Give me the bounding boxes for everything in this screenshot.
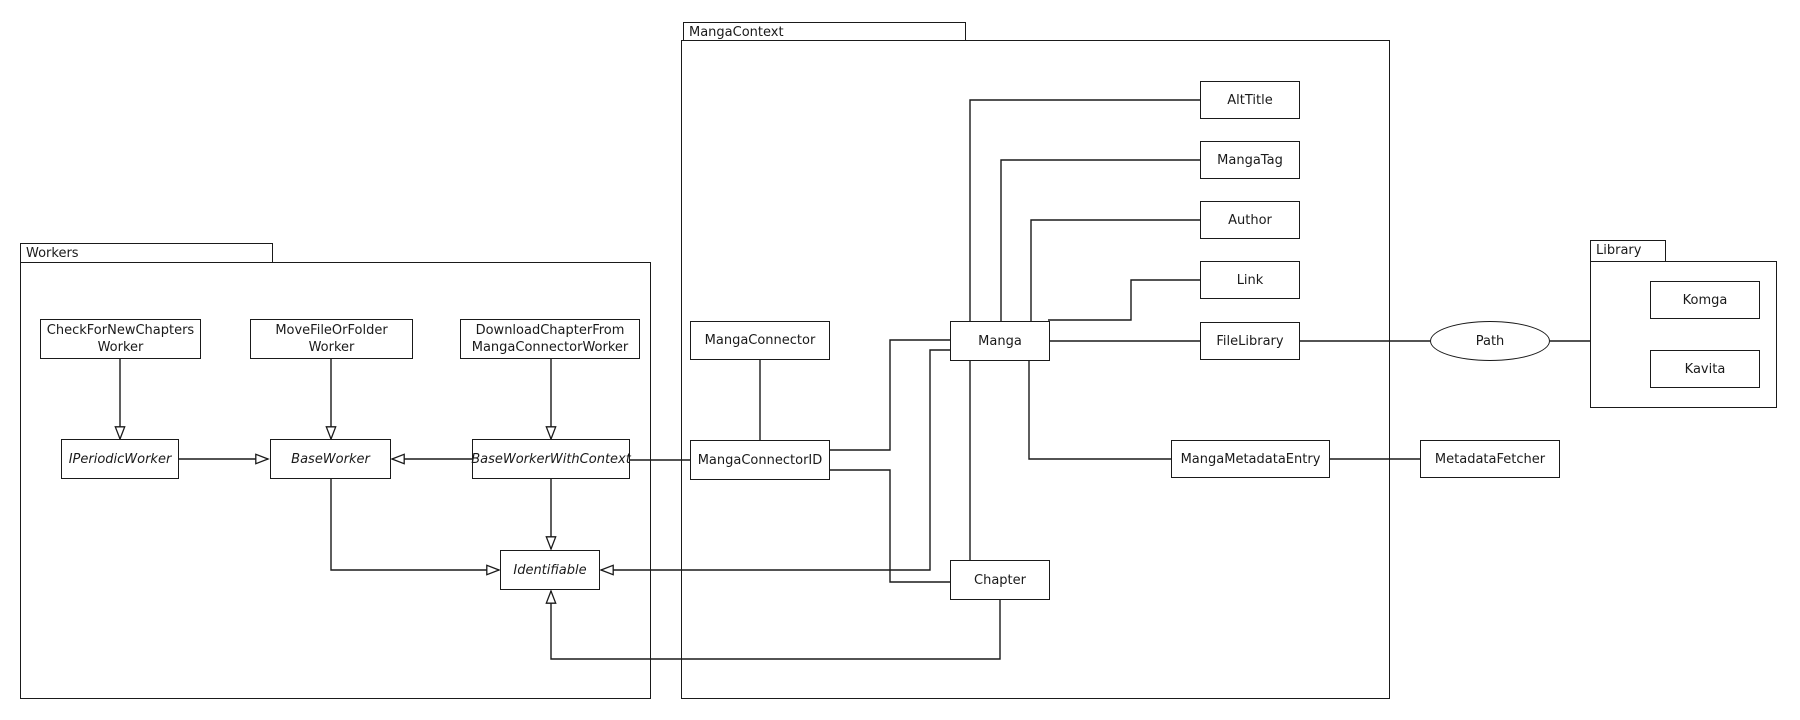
node-base-worker[interactable]: BaseWorker (270, 439, 391, 479)
package-body-library (1590, 261, 1777, 408)
edge-manga-to-alttitle (969, 99, 1200, 321)
edge-manga-to-link (1048, 279, 1200, 321)
node-label: Kavita (1684, 361, 1726, 377)
node-iperiodic-worker[interactable]: IPeriodicWorker (61, 439, 179, 479)
node-label: AltTitle (1227, 92, 1273, 108)
node-label: Chapter (974, 572, 1026, 588)
node-manga-tag[interactable]: MangaTag (1200, 141, 1300, 179)
node-manga[interactable]: Manga (950, 321, 1050, 361)
edge-mangaconnectorid-to-chapter (830, 469, 950, 583)
edge-chapter-to-identifiable (551, 591, 1001, 660)
edge-manga-to-author (1030, 219, 1200, 321)
edge-manga-to-identifiable (601, 349, 950, 570)
node-identifiable[interactable]: Identifiable (500, 550, 600, 590)
package-body-workers (20, 262, 651, 699)
node-manga-connector[interactable]: MangaConnector (690, 321, 830, 360)
node-label: CheckForNewChapters Worker (46, 323, 195, 355)
node-path[interactable]: Path (1430, 321, 1550, 361)
node-label: MoveFileOrFolder Worker (275, 323, 388, 355)
node-chapter[interactable]: Chapter (950, 560, 1050, 600)
node-label: DownloadChapterFrom MangaConnectorWorker (471, 323, 629, 355)
node-manga-metadata-entry[interactable]: MangaMetadataEntry (1171, 440, 1330, 478)
package-body-manga-context (681, 40, 1390, 699)
node-label: IPeriodicWorker (68, 451, 172, 467)
node-label: BaseWorker (291, 451, 370, 467)
edge-mangaconnectorid-to-manga (830, 339, 950, 451)
node-label: Manga (978, 333, 1022, 349)
node-label: Identifiable (513, 562, 587, 578)
node-label: MetadataFetcher (1434, 451, 1546, 467)
node-label: BaseWorkerWithContext (471, 451, 631, 467)
node-kavita[interactable]: Kavita (1650, 350, 1760, 388)
node-link[interactable]: Link (1200, 261, 1300, 299)
node-label: FileLibrary (1216, 333, 1284, 349)
edge-baseworker-to-identifiable (330, 479, 499, 570)
node-label: MangaMetadataEntry (1180, 451, 1321, 467)
node-file-library[interactable]: FileLibrary (1200, 322, 1300, 360)
node-label: Komga (1682, 292, 1728, 308)
node-metadata-fetcher[interactable]: MetadataFetcher (1420, 440, 1560, 478)
node-check-for-new-chapters-worker[interactable]: CheckForNewChapters Worker (40, 319, 201, 359)
node-manga-connector-id[interactable]: MangaConnectorID (690, 440, 830, 480)
node-label: Author (1228, 212, 1272, 228)
node-label: MangaConnector (704, 333, 816, 348)
node-author[interactable]: Author (1200, 201, 1300, 239)
edge-manga-to-mangametadataentry (1028, 361, 1171, 460)
node-label: MangaTag (1217, 152, 1283, 168)
node-download-chapter-from-manga-connector-worker[interactable]: DownloadChapterFrom MangaConnectorWorker (460, 319, 640, 359)
node-alt-title[interactable]: AltTitle (1200, 81, 1300, 119)
node-label: MangaConnectorID (697, 452, 823, 468)
edge-manga-to-mangatag (1000, 159, 1200, 321)
node-komga[interactable]: Komga (1650, 281, 1760, 319)
node-move-file-or-folder-worker[interactable]: MoveFileOrFolder Worker (250, 319, 413, 359)
node-label: Link (1236, 272, 1264, 288)
node-base-worker-with-context[interactable]: BaseWorkerWithContext (471, 439, 631, 479)
node-label: Path (1475, 333, 1505, 349)
